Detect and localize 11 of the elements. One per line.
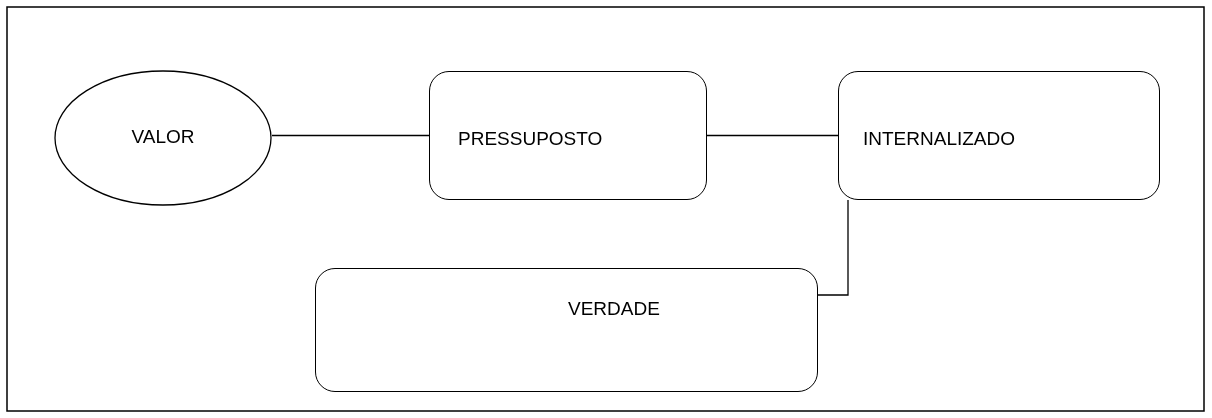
node-label: VERDADE bbox=[568, 298, 660, 320]
node-label: VALOR bbox=[130, 126, 196, 148]
connector-line bbox=[817, 199, 849, 296]
ellipse-node bbox=[54, 70, 272, 206]
node-label: INTERNALIZADO bbox=[863, 128, 1016, 150]
rounded-box bbox=[429, 71, 707, 200]
rounded-box bbox=[838, 71, 1160, 200]
connector-line bbox=[706, 134, 839, 137]
rounded-box bbox=[315, 268, 818, 392]
node-label: PRESSUPOSTO bbox=[458, 128, 603, 150]
connector-line bbox=[271, 134, 430, 137]
